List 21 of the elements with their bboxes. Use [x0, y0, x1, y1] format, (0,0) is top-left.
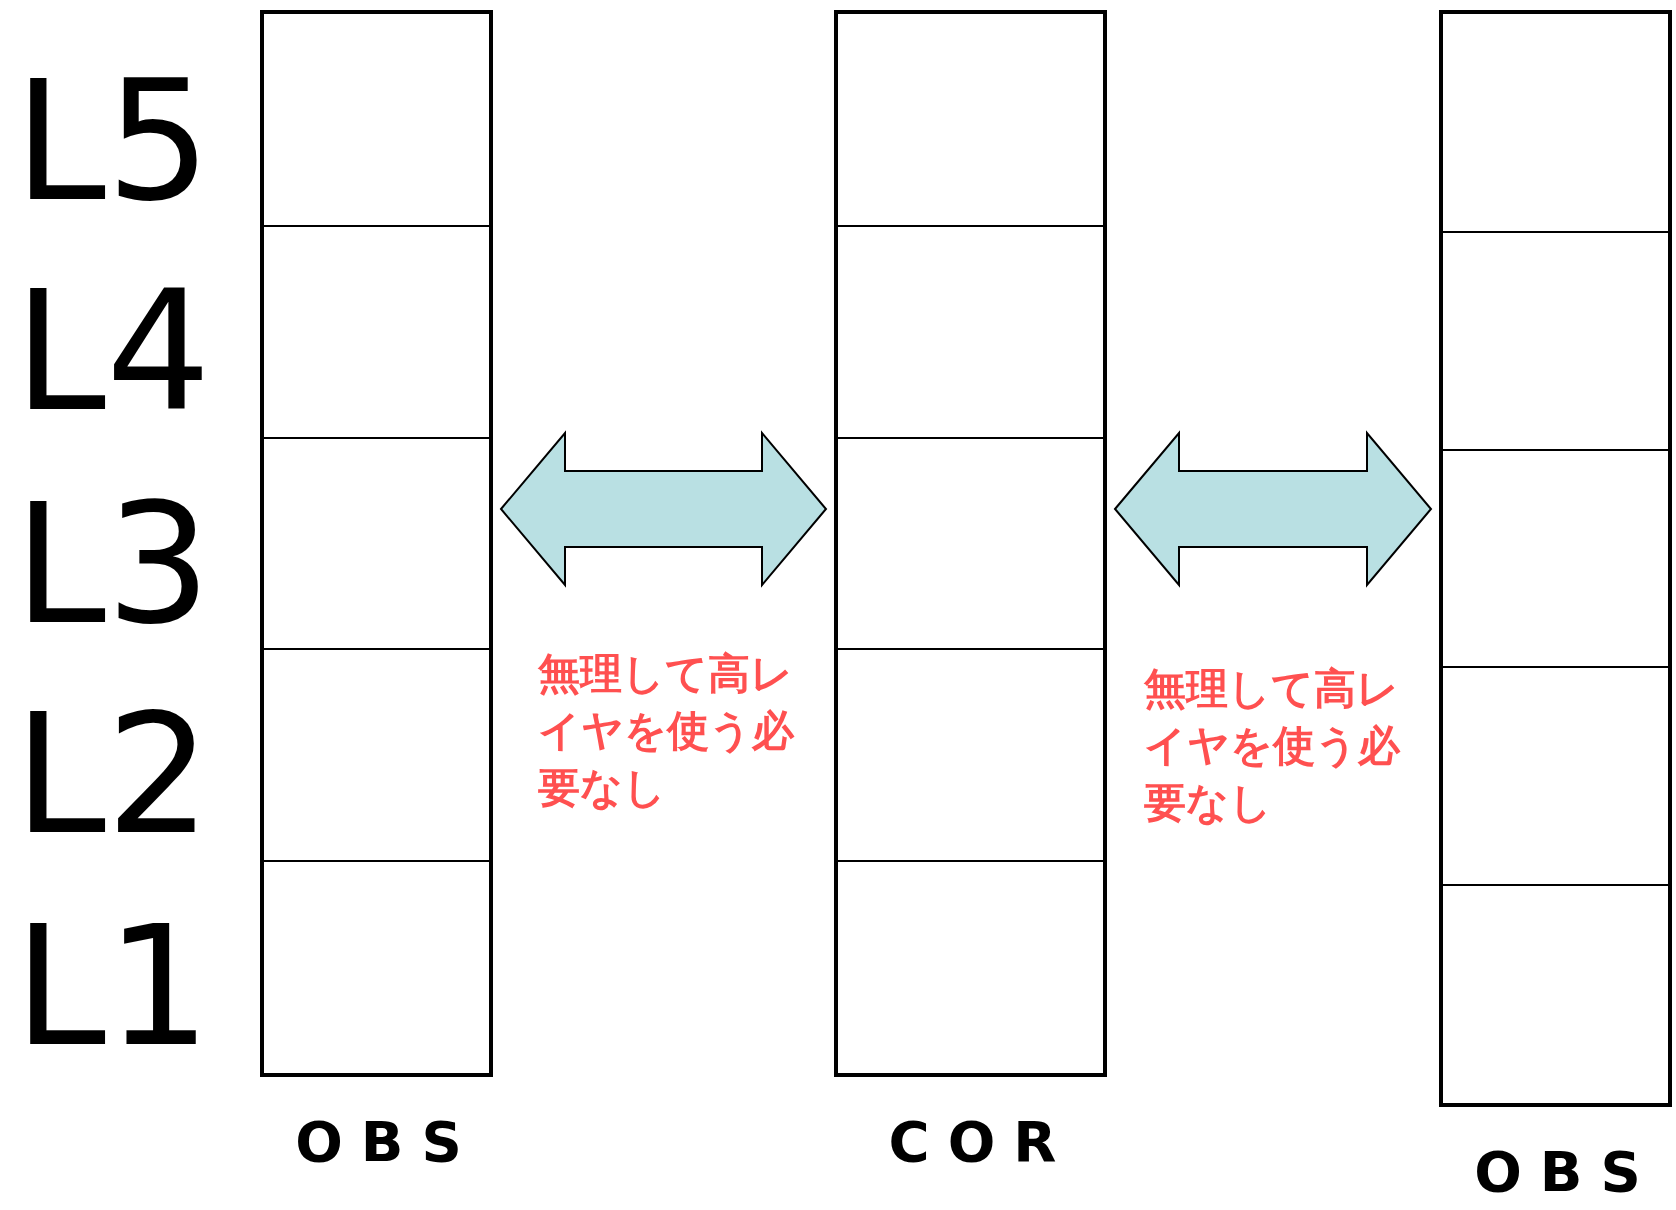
- layer-label: L3: [14, 483, 211, 648]
- edge-label: 無理して高レイヤを使う必要なし: [1144, 663, 1402, 829]
- double-arrow: [499, 430, 828, 588]
- layer-cell: [838, 649, 1103, 862]
- layer-label: L5: [14, 60, 211, 225]
- layer-cell: [264, 649, 489, 862]
- layer-cell: [264, 225, 489, 438]
- layer-cell: [1443, 231, 1668, 450]
- edge-label: 無理して高レイヤを使う必要なし: [538, 648, 796, 814]
- layer-label: L1: [14, 905, 211, 1070]
- layer-label: L4: [14, 270, 211, 435]
- double-arrow: [1113, 430, 1433, 588]
- layer-cell: [1443, 449, 1668, 668]
- layer-label: L2: [14, 693, 211, 858]
- layer-cell: [1443, 667, 1668, 886]
- layer-cell: [264, 437, 489, 650]
- layer-cell: [838, 437, 1103, 650]
- column-label: OBS: [1473, 1142, 1660, 1202]
- layer-cell: [838, 225, 1103, 438]
- column-label: COR: [887, 1112, 1076, 1172]
- column-label: OBS: [294, 1112, 481, 1172]
